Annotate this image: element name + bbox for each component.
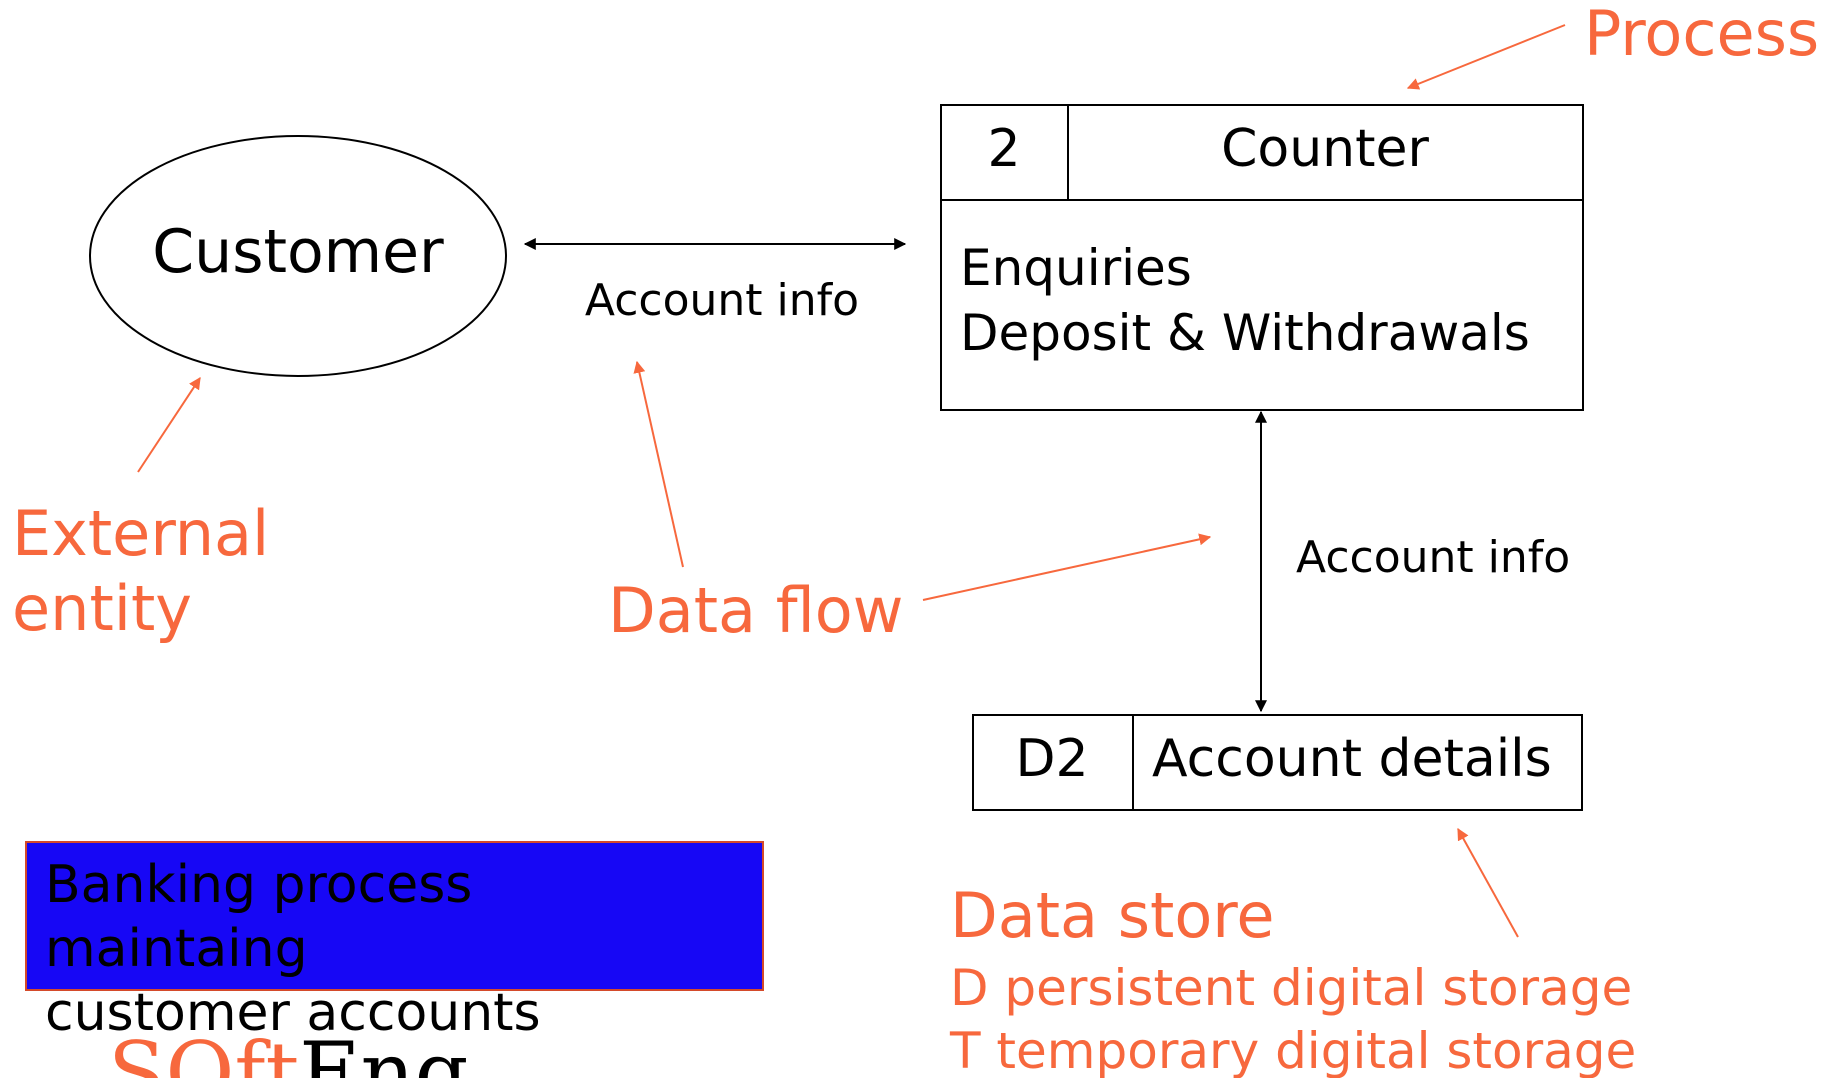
annotation-data-store: Data store	[950, 879, 1275, 952]
caption-line-2: customer accounts	[45, 983, 541, 1043]
annotation-process-arrow	[1406, 24, 1566, 90]
process-number: 2	[987, 119, 1020, 179]
flow-label-customer-counter: Account info	[585, 275, 859, 326]
annotation-store-type-d: D persistent digital storage	[950, 959, 1632, 1017]
external-entity-label: Customer	[152, 217, 444, 287]
data-store-box	[972, 714, 1583, 811]
process-title: Counter	[1221, 119, 1429, 179]
caption-line-1: Banking process maintaing	[45, 855, 473, 979]
softeng-logo-part1: SOft	[108, 1024, 300, 1078]
softeng-logo-part2: Eng	[299, 1024, 468, 1078]
annotation-external-entity-line-1: External	[12, 497, 269, 570]
annotation-store-type-t: T temporary digital storage	[949, 1022, 1636, 1078]
process-line-1: Enquiries	[960, 239, 1192, 297]
external-entity-shape	[89, 135, 507, 377]
data-store-name: Account details	[1152, 729, 1552, 789]
process-line-2: Deposit & Withdrawals	[960, 304, 1530, 362]
data-store-id: D2	[1015, 729, 1088, 789]
annotation-external-entity-arrow	[137, 376, 201, 473]
flow-label-counter-store: Account info	[1296, 532, 1570, 583]
annotation-data-flow-arrow-right	[922, 533, 1212, 601]
annotation-data-flow-arrow-left	[633, 360, 684, 568]
annotation-external-entity-line-2: entity	[12, 572, 192, 645]
annotation-data-flow: Data flow	[608, 574, 903, 647]
process-box	[940, 104, 1584, 411]
caption-box: Banking process maintaing customer accou…	[25, 841, 764, 1043]
softeng-logo: SOftEng	[108, 1024, 468, 1078]
annotation-data-store-arrow	[1457, 827, 1519, 938]
annotation-process: Process	[1584, 0, 1819, 70]
